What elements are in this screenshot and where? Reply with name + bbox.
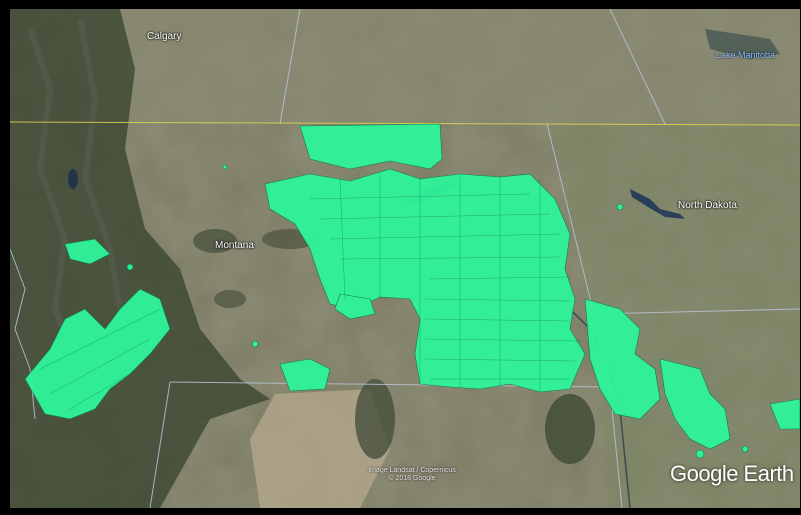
- bighorn-mountains: [355, 379, 395, 459]
- attribution-line-1: Image Landsat / Copernicus: [368, 467, 456, 474]
- attribution-line-2: © 2018 Google: [388, 475, 436, 482]
- map-imagery[interactable]: [10, 9, 800, 508]
- parcel-cluster-southwest[interactable]: [279, 358, 331, 392]
- flathead-lake: [68, 169, 78, 189]
- parcel-linework: [39, 174, 581, 410]
- label-calgary[interactable]: Calgary: [147, 31, 182, 42]
- label-lake-manitoba[interactable]: Lake Manitoba: [716, 50, 776, 60]
- imagery-attribution: Image Landsat / Copernicus © 2018 Google: [362, 467, 462, 483]
- canada-us-border: [10, 121, 800, 126]
- parcel-cluster-north[interactable]: [299, 123, 443, 170]
- lake-sakakawea: [630, 189, 685, 219]
- black-hills: [545, 394, 595, 464]
- label-montana[interactable]: Montana: [215, 240, 254, 251]
- map-view[interactable]: Calgary Lake Manitoba North Dakota Monta…: [10, 9, 800, 508]
- state-borders: [10, 9, 800, 508]
- parcel-cluster-far-east[interactable]: [769, 398, 800, 430]
- wyoming-basin: [250, 389, 390, 508]
- parcel-overlay[interactable]: [24, 123, 800, 459]
- label-north-dakota[interactable]: North Dakota: [678, 200, 737, 211]
- lake-manitoba-water: [705, 29, 780, 59]
- parcel-cluster-southeast[interactable]: [659, 358, 731, 450]
- google-earth-logo: Google Earth: [670, 461, 794, 486]
- prairie-north: [110, 9, 800, 124]
- parcel-cluster-mid[interactable]: [334, 293, 376, 320]
- parcel-cluster-northwest[interactable]: [64, 238, 111, 265]
- mountain-island-1: [193, 229, 237, 253]
- mountain-ridges: [27, 18, 123, 371]
- parcel-cluster-west[interactable]: [24, 288, 171, 420]
- mountain-island-3: [214, 290, 246, 308]
- parcel-cluster-east[interactable]: [584, 298, 661, 420]
